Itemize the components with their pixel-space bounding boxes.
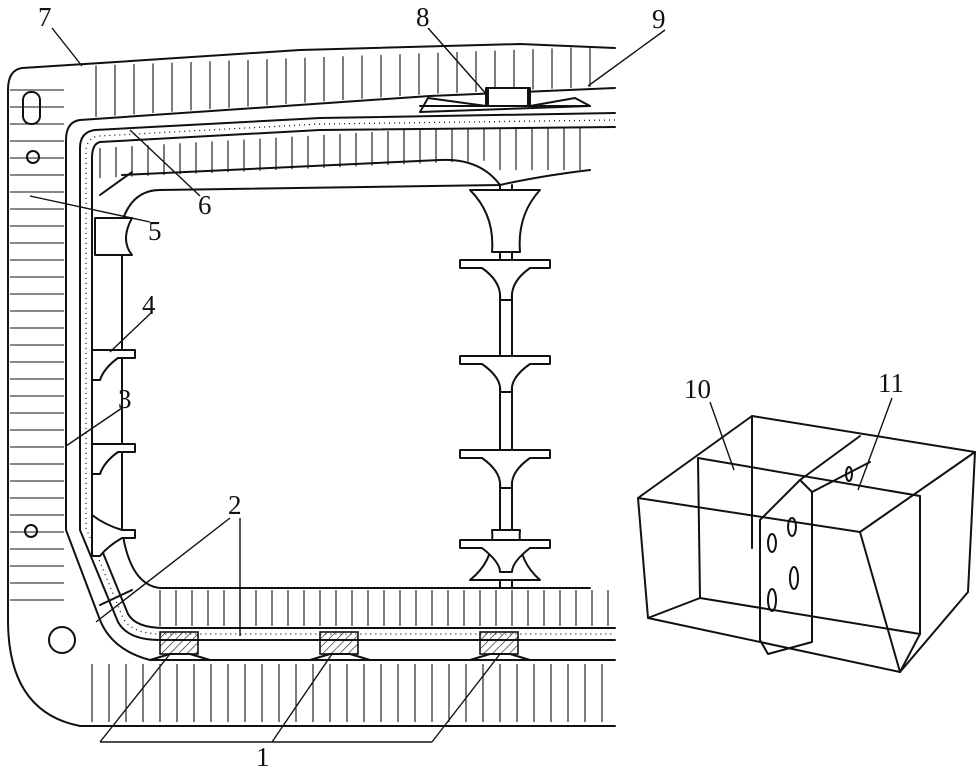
labels: 7 8 9 6 5 4 3 2 1 10 11 [38, 2, 904, 768]
bottom-frames [91, 664, 603, 722]
inner-lining [79, 112, 616, 641]
leader-lines [29, 27, 893, 743]
label-7: 7 [38, 2, 52, 32]
label-2: 2 [228, 490, 242, 520]
label-8: 8 [416, 2, 430, 32]
side-brackets [91, 171, 136, 606]
label-11: 11 [878, 368, 904, 398]
side-openings [22, 91, 76, 654]
hull-outer-shell [7, 43, 616, 727]
label-4: 4 [142, 290, 156, 320]
label-1: 1 [256, 742, 270, 768]
label-3: 3 [118, 384, 132, 414]
label-9: 9 [652, 4, 666, 34]
deck-frames [95, 46, 591, 117]
box-detail-3d [637, 415, 976, 673]
centre-pillar [459, 184, 551, 589]
hold-bottom-frames [159, 590, 609, 626]
cargo-hold-boundary [121, 158, 591, 589]
label-5: 5 [148, 216, 162, 246]
label-10: 10 [684, 374, 711, 404]
label-6: 6 [198, 190, 212, 220]
hold-top-frames [99, 128, 581, 178]
side-frames [10, 89, 64, 601]
deck-girder [419, 87, 591, 113]
floor-blocks [149, 631, 531, 661]
